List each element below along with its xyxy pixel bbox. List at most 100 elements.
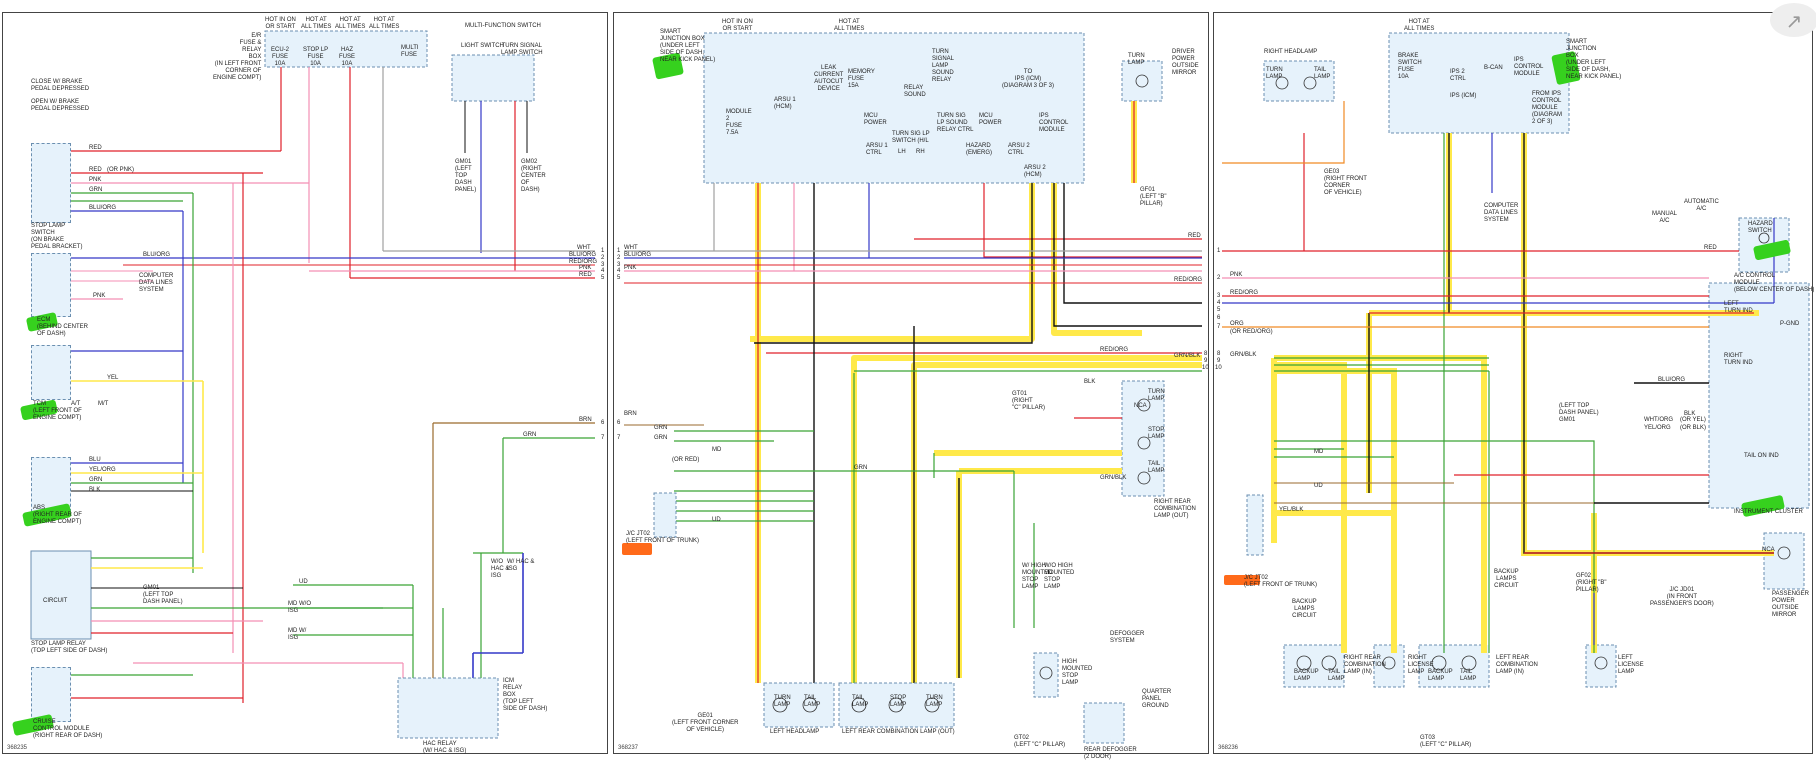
panel3-id: 368236 [1218,745,1239,751]
mcu-power-2: MCU POWER [979,113,1002,126]
brake-fuse: BRAKE SWITCH FUSE 10A [1398,53,1422,80]
p3-conn-6: 6 [1217,315,1221,321]
turn-lamp-mirror: TURN LAMP [1128,53,1145,66]
wire-grn-b: GRN [654,435,668,441]
conn-4: 4 [601,268,605,274]
turn-lamp-rh: TURN LAMP [1266,67,1283,80]
wire-pnk-a: PNK [624,265,637,271]
p2-conn-8: 8 [1204,351,1208,357]
ud-p3: UD [1314,483,1323,489]
ips2-ctrl: IPS 2 CTRL [1450,69,1466,82]
hac-isg-wo: W/O HAC & ISG [491,559,510,579]
gm01b-label: GM01 (LEFT TOP DASH PANEL) [143,585,183,605]
data-lines-label: COMPUTER DATA LINES SYSTEM [139,273,174,293]
wire-or-yel-p3: (OR YEL) [1680,417,1706,423]
cruise-label: CRUISE CONTROL MODULE (RIGHT REAR OF DAS… [33,719,103,739]
p2-conn-7: 7 [617,435,621,441]
wire-red-2: RED [89,167,102,173]
tcm-label: TCM (LEFT FRONT OF ENGINE COMPT) [33,401,82,421]
gt01: GT01 (RIGHT "C" PILLAR) [1012,391,1045,411]
wire-yelorg-p3: YEL/ORG [1644,425,1671,431]
gf01: GF01 (LEFT "B" PILLAR) [1140,187,1167,207]
from-ips: FROM IPS CONTROL MODULE (DIAGRAM 2 OF 3) [1532,91,1562,125]
wire-grn-a: GRN [654,425,668,431]
wire-bluorg-a: BLU/ORG [624,252,652,258]
arsu1-label: ARSU 1 (HCM) [774,97,796,110]
right-turn-ind: RIGHT TURN IND [1724,353,1753,366]
wire-red-a: RED [1188,233,1201,239]
ips-label: TO IPS (ICM) (DIAGRAM 3 OF 3) [1002,69,1055,89]
wire-blk-p3: BLK [1684,411,1696,417]
stop-lr: STOP LAMP [890,695,907,708]
jc-jt02: J/C JT02 (LEFT FRONT OF TRUNK) [626,531,700,544]
ge03: GE03 (RIGHT FRONT CORNER OF VEHICLE) [1324,169,1367,196]
p3-conn-10: 10 [1215,365,1222,371]
hot-label-4: HOT AT ALL TIMES [369,17,400,30]
driver-mirror: DRIVER POWER OUTSIDE MIRROR [1172,49,1199,76]
auto-ac: AUTOMATIC A/C [1684,199,1719,212]
turn-sig-sw: TURN SIG LP SWITCH (H/L [892,131,930,144]
wire-blu: BLU [89,457,101,463]
wire-redorg-a: RED/ORG [1100,347,1129,353]
wire-grn-abs: GRN [89,477,103,483]
orange-highlight-mark [622,543,652,555]
fuse-box-label: E/R FUSE & RELAY BOX (IN LEFT FRONT CORN… [213,33,262,81]
right-headlamp: RIGHT HEADLAMP [1264,49,1318,55]
mcu-power: MCU POWER [864,113,887,126]
stop-lamp-rr: STOP LAMP [1148,427,1165,440]
wire-bluorg: BLU/ORG [89,205,117,211]
wire-red: RED [89,145,102,151]
close-icon[interactable]: ↗ [1770,3,1816,37]
turn-signal-switch-label: TURN SIGNAL LAMP SWITCH [501,43,543,56]
panel2-id: 368237 [618,745,639,751]
hot-label-2: HOT AT ALL TIMES [301,17,332,30]
leak-current: LEAK CURRENT AUTOCUT DEVICE [814,65,844,92]
hot-all-label: HOT AT ALL TIMES [834,19,865,32]
wire-or-red: (OR RED) [672,457,700,463]
wire-or-redorg-p3: (OR RED/ORG) [1230,329,1273,335]
md-a: MD [712,447,722,453]
ecm-box [31,253,71,317]
md-wo-isg: MD W/O ISG [288,601,311,614]
ecm-label: ECM (BEHIND CENTER OF DASH) [37,317,89,337]
wire-wht: WHT [577,245,591,251]
mt-label: M/T [98,401,109,407]
wire-grn-r: GRN [523,432,537,438]
orange-highlight-mark [1224,575,1260,585]
gm01-label: GM01 (LEFT TOP DASH PANEL) [455,159,477,193]
wire-blk-abs: BLK [89,487,101,493]
gm02-label: GM02 (RIGHT CENTER OF DASH) [521,159,546,193]
p2-conn-2: 2 [617,255,621,261]
tail-lamp-rr: TAIL LAMP [1148,461,1165,474]
ud-label: UD [299,579,308,585]
nca-a: NCA [1134,403,1147,409]
jc-jt02: J/C JT02 (LEFT FRONT OF TRUNK) [1244,575,1318,588]
wire-yelorg: YEL/ORG [89,467,116,473]
p3-conn-2: 2 [1217,275,1221,281]
left-turn-ind: LEFT TURN IND [1724,301,1753,314]
wire-pnk: PNK [89,177,102,183]
p2-conn-3: 3 [617,262,621,268]
wire-or-blk-p3: (OR BLK) [1680,425,1707,431]
left-rear-combo-in: LEFT REAR COMBINATION LAMP (IN) [1496,655,1538,675]
tail-lamp-ri: TAIL LAMP [1328,669,1345,682]
p2-conn-10: 10 [1202,365,1209,371]
cluster: INSTRUMENT CLUSTER [1734,509,1803,515]
tail-lr: TAIL LAMP [852,695,869,708]
wire-pnk-r: PNK [579,265,592,271]
panel-tail-lamp-circuit: ↗ [1213,3,1816,754]
p2-conn-9: 9 [1204,358,1208,364]
p3-conn-8: 8 [1217,351,1221,357]
lh: LH [898,149,906,155]
wire-yel: YEL [107,375,119,381]
backup-lamp-b: BACKUP LAMP [1428,669,1453,682]
ips-control: IPS CONTROL MODULE [1039,113,1069,133]
fuse-1: ECU-2 FUSE 10A [271,47,290,67]
conn-5: 5 [601,275,605,281]
wo-high-mount: W/O HIGH MOUNTED STOP LAMP [1044,563,1075,590]
wire-grnblk-b: GRN/BLK [1100,475,1127,481]
wire-redorg-r: RED/ORG [569,259,598,265]
wire-org-p3: ORG [1230,321,1244,327]
gf02: GF02 (RIGHT "B" PILLAR) [1576,573,1607,593]
bcan: B-CAN [1484,65,1503,71]
